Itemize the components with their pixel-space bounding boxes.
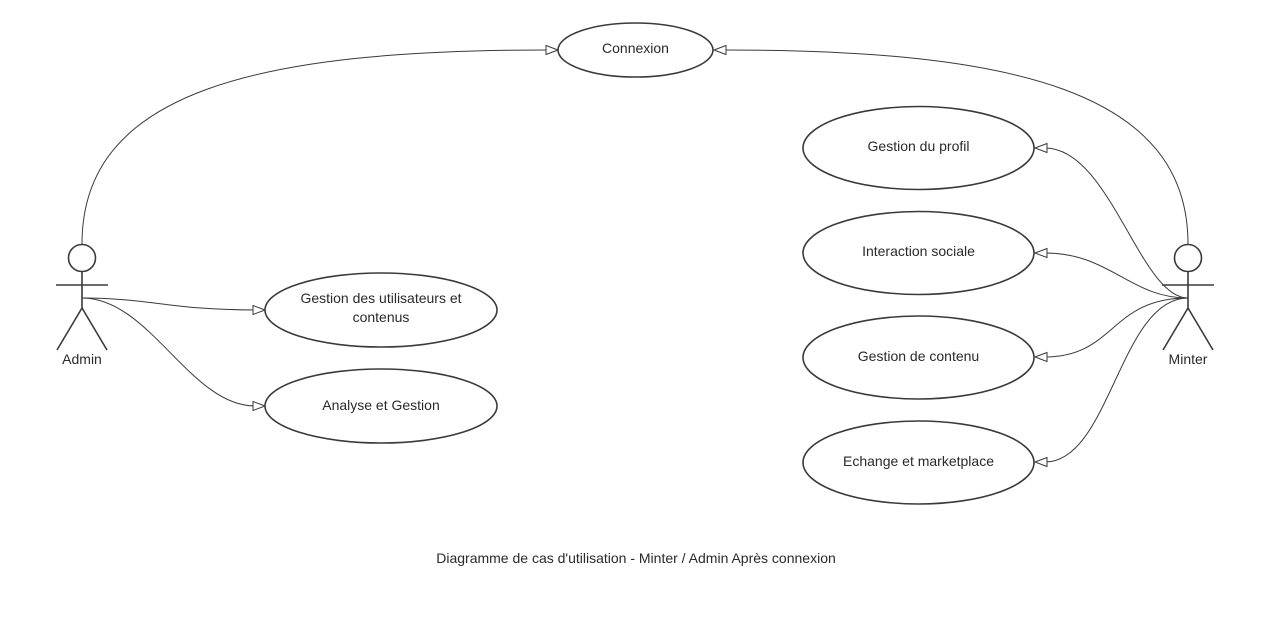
arrowhead-minter-contenu bbox=[1033, 351, 1048, 363]
use-case-interaction-sociale-label: Interaction sociale bbox=[862, 243, 975, 259]
use-case-connexion: Connexion bbox=[557, 22, 714, 78]
arrowhead-minter-interaction bbox=[1033, 247, 1048, 259]
edge-admin-gestion-utilisateurs bbox=[81, 297, 256, 311]
use-case-gestion-profil: Gestion du profil bbox=[802, 105, 1035, 191]
actor-admin-head bbox=[67, 243, 97, 273]
use-case-analyse-gestion-label: Analyse et Gestion bbox=[322, 397, 440, 413]
arrowhead-minter-marketplace bbox=[1033, 456, 1048, 468]
use-case-gestion-utilisateurs: Gestion des utilisateurs et contenus bbox=[264, 272, 498, 348]
use-case-gestion-contenu: Gestion de contenu bbox=[802, 315, 1035, 400]
use-case-gestion-profil-label: Gestion du profil bbox=[868, 138, 970, 154]
edge-minter-profil bbox=[1044, 147, 1189, 299]
edge-admin-connexion bbox=[81, 49, 549, 245]
use-case-connexion-label: Connexion bbox=[602, 40, 669, 56]
arrowhead-minter-profil bbox=[1033, 142, 1048, 154]
use-case-gestion-utilisateurs-label-line1: Gestion des utilisateurs et bbox=[300, 290, 461, 306]
actor-admin-label: Admin bbox=[62, 351, 102, 367]
arrowhead-admin-connexion bbox=[545, 44, 560, 56]
actor-admin: Admin bbox=[56, 243, 108, 367]
edge-minter-connexion bbox=[724, 49, 1189, 245]
actor-minter-head bbox=[1173, 243, 1203, 273]
use-case-analyse-gestion: Analyse et Gestion bbox=[264, 368, 498, 444]
edge-minter-marketplace bbox=[1044, 297, 1189, 463]
edge-minter-interaction bbox=[1044, 252, 1189, 299]
associations bbox=[81, 44, 1189, 468]
use-case-interaction-sociale: Interaction sociale bbox=[802, 210, 1035, 296]
edge-admin-analyse bbox=[81, 297, 256, 407]
actor-minter-label: Minter bbox=[1169, 351, 1208, 367]
use-case-echange-marketplace-label: Echange et marketplace bbox=[843, 453, 994, 469]
use-case-gestion-contenu-label: Gestion de contenu bbox=[858, 348, 979, 364]
use-case-echange-marketplace: Echange et marketplace bbox=[802, 420, 1035, 505]
arrowhead-admin-analyse bbox=[252, 400, 267, 412]
actor-minter: Minter bbox=[1162, 243, 1214, 367]
arrowhead-minter-connexion bbox=[712, 44, 727, 56]
arrowhead-admin-gestion-utilisateurs bbox=[252, 304, 267, 316]
edge-minter-contenu bbox=[1044, 297, 1189, 358]
use-case-gestion-utilisateurs-label-line2: contenus bbox=[353, 309, 410, 325]
diagram-caption: Diagramme de cas d'utilisation - Minter … bbox=[436, 550, 836, 566]
